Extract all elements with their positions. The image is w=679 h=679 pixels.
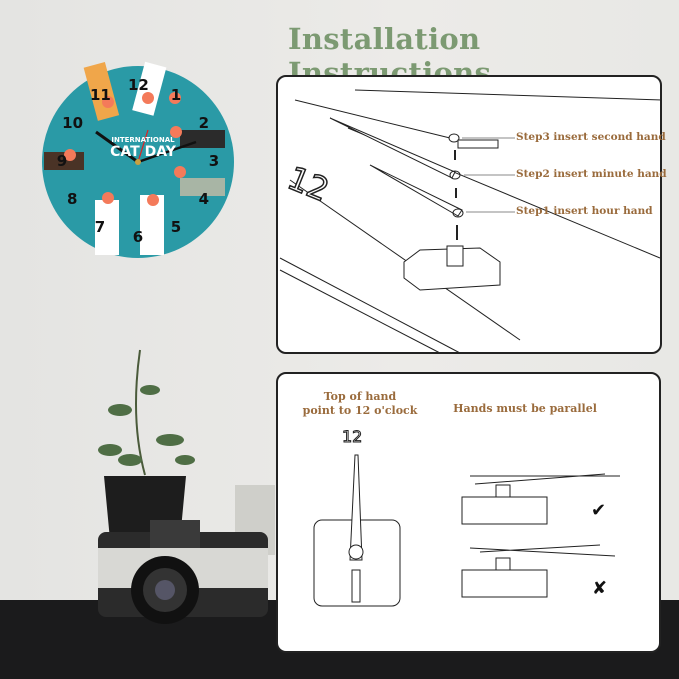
clock-number: 3 — [208, 152, 220, 170]
clock-number: 5 — [170, 217, 182, 236]
wrong-x-icon: ✘ — [592, 578, 608, 599]
clock-number: 7 — [94, 217, 106, 236]
clock-number: 10 — [62, 114, 84, 132]
clock-brand-line2: CAT DAY — [110, 144, 176, 160]
clock-number: 11 — [90, 86, 111, 105]
note-line1: Top of hand — [323, 390, 397, 403]
clock-number: 12 — [128, 76, 149, 94]
parallel-note: Hands must be parallel — [453, 402, 597, 415]
number-12: 12 — [341, 427, 363, 447]
clock-number: 2 — [198, 114, 210, 132]
step3-label: Step3 insert second hand — [516, 131, 666, 143]
step2-label: Step2 insert minute hand — [516, 168, 667, 180]
clock-number: 8 — [66, 190, 78, 208]
step1-label: Step1 insert hour hand — [516, 205, 653, 217]
correct-check-icon: ✔ — [591, 500, 607, 521]
clock-brand-line1: INTERNATIONAL — [111, 136, 175, 144]
clock-brand: INTERNATIONAL CAT DAY — [88, 136, 198, 160]
clock-number: 6 — [132, 228, 144, 246]
note-line2: point to 12 o'clock — [302, 404, 418, 417]
clock-number: 1 — [170, 86, 182, 105]
clock-number: 4 — [198, 190, 210, 208]
clock-number: 9 — [56, 152, 68, 170]
top-of-hand-note: Top of hand point to 12 o'clock — [300, 390, 420, 418]
